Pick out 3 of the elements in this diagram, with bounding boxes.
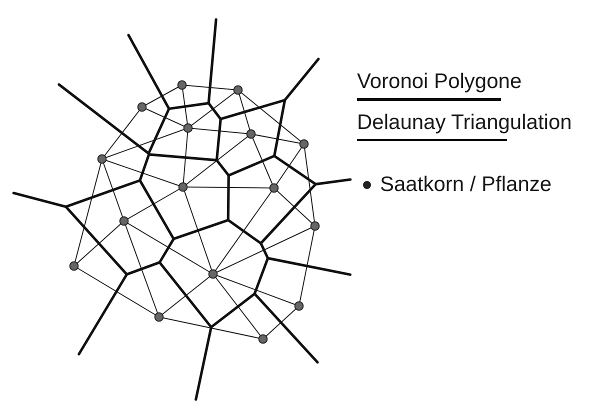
legend-label: Saatkorn / Pflanze: [380, 172, 552, 196]
legend-label: Delaunay Triangulation: [357, 111, 572, 135]
legend-label: Voronoi Polygone: [357, 70, 522, 94]
